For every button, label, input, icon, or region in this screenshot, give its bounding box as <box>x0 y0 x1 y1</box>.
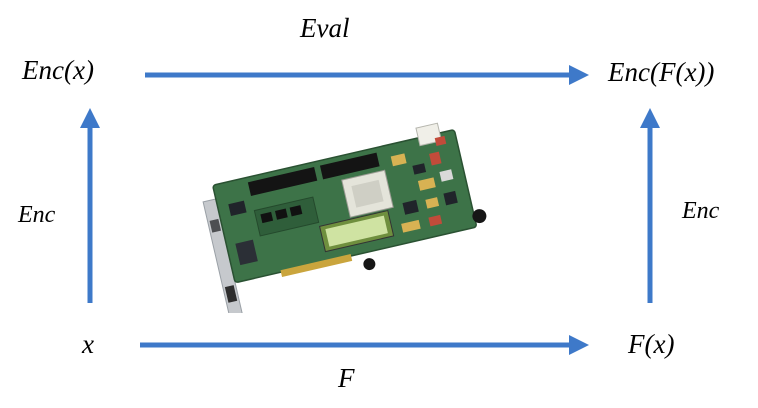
component <box>228 200 247 216</box>
node-enc-f-x: Enc(F(x)) <box>608 57 715 87</box>
edge-label-enc-left: Enc <box>18 202 56 228</box>
component <box>434 135 447 146</box>
edge-label-eval: Eval <box>300 13 350 43</box>
component <box>439 169 454 182</box>
ethernet-port <box>235 239 258 266</box>
expansion-header <box>247 167 318 196</box>
fpga-board-image <box>202 122 487 313</box>
component <box>429 151 442 166</box>
node-x: x <box>82 329 94 359</box>
node-f-of-x: F(x) <box>628 329 675 359</box>
expansion-header <box>319 152 380 180</box>
board-pcb <box>212 129 477 283</box>
edge-connector <box>280 254 353 278</box>
memory-chip <box>260 211 274 224</box>
standoff-foot <box>363 258 376 271</box>
component <box>417 177 436 191</box>
standoff-foot <box>472 209 487 224</box>
bracket-port <box>224 285 238 303</box>
edge-label-f: F <box>338 363 355 393</box>
component <box>428 214 443 227</box>
component <box>401 219 421 233</box>
edge-label-enc-right: Enc <box>682 198 720 224</box>
component <box>390 153 407 167</box>
memory-chip <box>274 208 288 220</box>
component <box>425 197 440 209</box>
component <box>402 199 419 215</box>
bracket-port-2 <box>209 218 222 233</box>
memory-chip <box>289 205 303 217</box>
component <box>412 163 427 175</box>
lcd-screen <box>325 215 388 247</box>
power-connector <box>415 122 443 147</box>
component <box>443 190 458 206</box>
fpga-chip-core <box>351 179 384 208</box>
node-enc-x: Enc(x) <box>22 55 94 85</box>
